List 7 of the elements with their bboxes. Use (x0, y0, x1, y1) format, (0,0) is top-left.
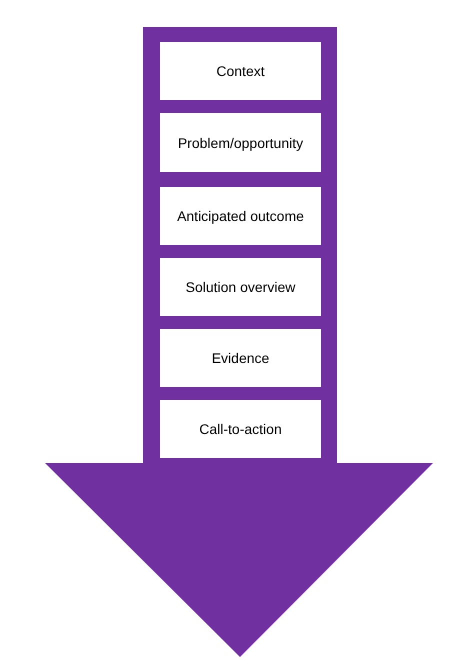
step-box: Solution overview (160, 258, 321, 316)
step-box: Problem/opportunity (160, 113, 321, 172)
step-box: Context (160, 42, 321, 100)
step-box: Call-to-action (160, 400, 321, 458)
step-box: Evidence (160, 329, 321, 387)
down-arrow-shape (45, 27, 433, 657)
step-box: Anticipated outcome (160, 187, 321, 245)
